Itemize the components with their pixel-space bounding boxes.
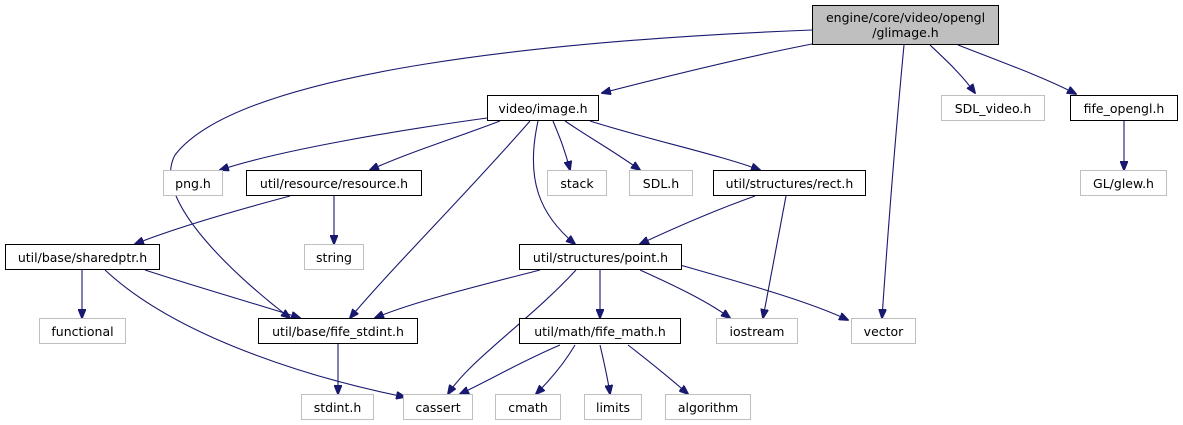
node-stack: stack: [547, 170, 607, 196]
node-cassert: cassert: [403, 394, 473, 420]
node-fife-math-h[interactable]: util/math/fife_math.h: [519, 318, 681, 344]
node-resource-h[interactable]: util/resource/resource.h: [246, 170, 422, 196]
node-cmath: cmath: [495, 394, 561, 420]
node-sdl-video-h: SDL_video.h: [941, 95, 1045, 121]
edge-fife-math-to-algorithm: [627, 344, 688, 394]
edge-resource-to-sharedptr: [135, 195, 291, 244]
node-fife-opengl-h[interactable]: fife_opengl.h: [1070, 95, 1178, 121]
node-rect-h[interactable]: util/structures/rect.h: [713, 170, 866, 196]
edge-point-to-vector: [679, 264, 848, 320]
edge-fife-math-to-cassert: [460, 344, 561, 394]
edge-rect-to-iostream: [763, 195, 787, 318]
edge-image-to-stack: [552, 120, 570, 170]
node-fife-stdint-h[interactable]: util/base/fife_stdint.h: [258, 318, 418, 344]
node-point-h[interactable]: util/structures/point.h: [519, 244, 682, 270]
node-iostream: iostream: [716, 318, 798, 344]
node-vector: vector: [851, 318, 916, 344]
node-glimage-h-line1: engine/core/video/opengl: [825, 10, 986, 25]
node-video-image-h[interactable]: video/image.h: [487, 95, 599, 121]
edge-point-to-cassert: [448, 269, 577, 394]
node-algorithm: algorithm: [665, 394, 751, 420]
node-functional: functional: [39, 318, 126, 344]
edge-glimage-to-fife-stdint: [170, 29, 813, 318]
edge-glimage-to-sdl-video: [929, 44, 975, 93]
node-png-h: png.h: [163, 170, 223, 196]
node-stdint-h: stdint.h: [301, 394, 374, 420]
edge-image-to-rect: [589, 120, 760, 170]
edge-point-to-fife-stdint: [375, 269, 541, 318]
edge-glimage-to-fife-opengl: [957, 44, 1076, 94]
edge-image-to-point: [532, 120, 575, 244]
edge-image-to-resource: [370, 120, 501, 170]
edge-glimage-to-image: [602, 43, 813, 93]
edge-point-to-iostream: [639, 269, 730, 318]
node-limits: limits: [584, 394, 642, 420]
node-gl-glew-h: GL/glew.h: [1080, 170, 1167, 196]
edge-fife-math-to-cmath: [536, 344, 576, 394]
node-glimage-h-line2: /glimage.h: [872, 25, 939, 40]
edge-image-to-sdl: [564, 120, 640, 170]
edge-image-to-fife-stdint: [350, 120, 531, 318]
edge-rect-to-point: [640, 195, 756, 244]
edge-fife-math-to-limits: [599, 344, 610, 394]
node-string: string: [304, 244, 364, 270]
node-sdl-h: SDL.h: [629, 170, 693, 196]
edge-sharedptr-to-cassert: [104, 269, 405, 397]
edge-sharedptr-to-fife-stdint: [144, 269, 300, 318]
edge-image-to-png: [220, 117, 488, 170]
node-glimage-h[interactable]: engine/core/video/opengl /glimage.h: [812, 5, 999, 45]
edge-glimage-to-vector: [882, 44, 905, 318]
node-sharedptr-h[interactable]: util/base/sharedptr.h: [5, 244, 160, 270]
